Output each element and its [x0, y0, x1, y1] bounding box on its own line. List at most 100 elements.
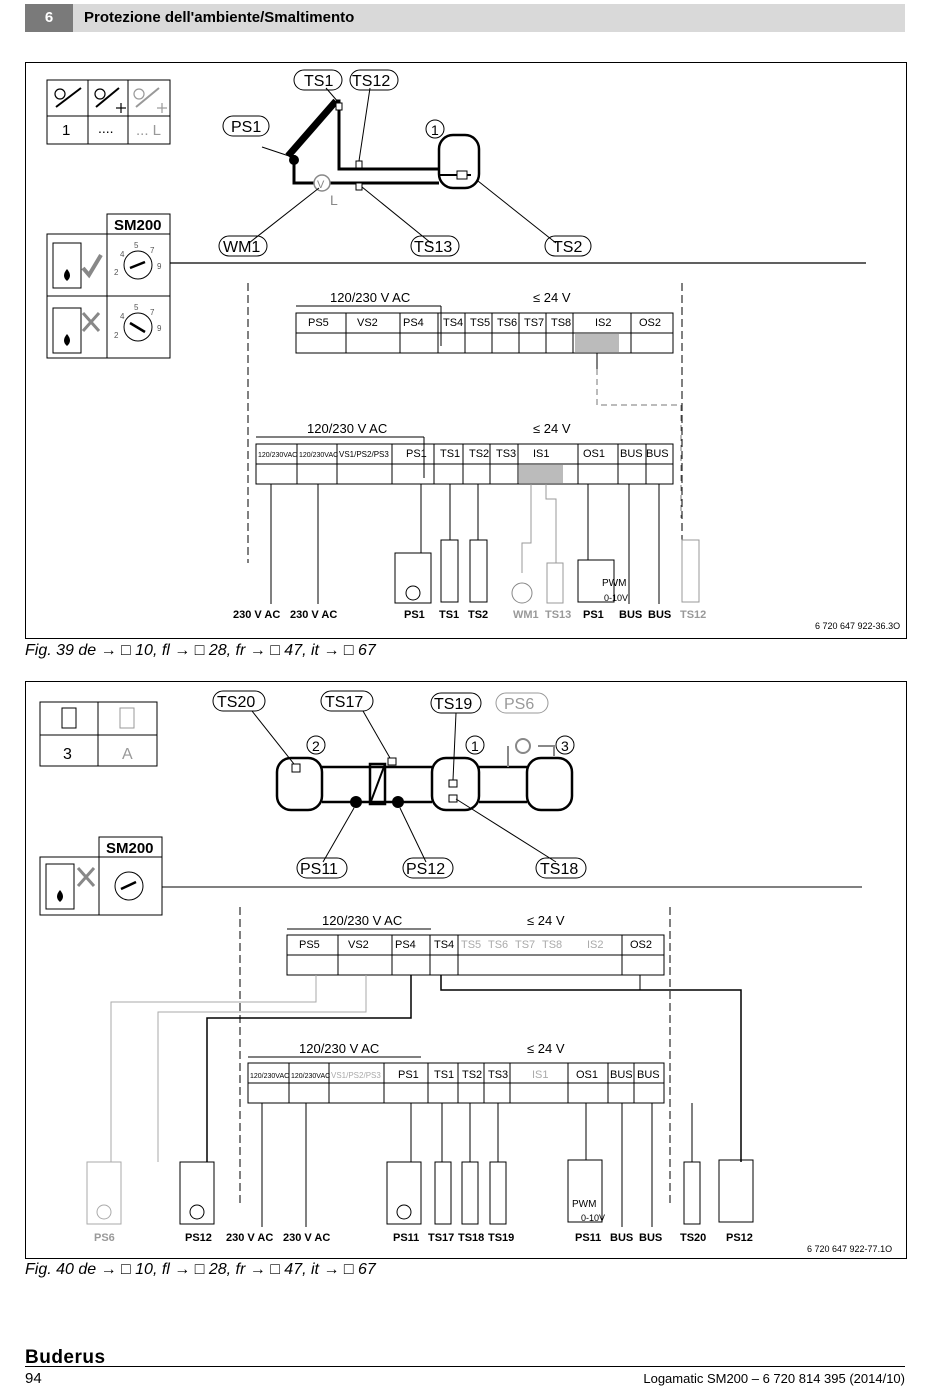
bottom-terminal-block: 120/230 V AC ≤ 24 V 120/230VAC 120/230VA…: [247, 1041, 665, 1104]
svg-text:4: 4: [120, 250, 125, 259]
svg-text:1: 1: [471, 738, 479, 754]
svg-text:PS11: PS11: [393, 1232, 419, 1244]
svg-text:TS18: TS18: [540, 861, 578, 878]
svg-text:PS11: PS11: [575, 1232, 601, 1244]
svg-text:1: 1: [431, 122, 439, 138]
svg-text:PS1: PS1: [406, 448, 427, 460]
bottom-terminal-block: 120/230 V AC ≤ 24 V 120/230VAC 120/230VA…: [255, 421, 674, 485]
pump-ps11-icon: [350, 796, 362, 808]
pwm-range: 0-10V: [604, 593, 628, 603]
pump-ps1-icon: [289, 155, 299, 165]
svg-text:230 V AC: 230 V AC: [226, 1232, 273, 1244]
svg-text:TS12: TS12: [680, 609, 706, 621]
pump-ps6-motor-icon: [96, 1204, 112, 1220]
svg-text:120/230VAC: 120/230VAC: [299, 452, 338, 459]
svg-text:BUS: BUS: [637, 1069, 660, 1081]
solar-config-table: [46, 79, 171, 145]
page-number: 94: [25, 1370, 42, 1387]
svg-text:5: 5: [134, 303, 139, 312]
svg-text:TS2: TS2: [468, 609, 488, 621]
svg-text:120/230VAC: 120/230VAC: [291, 1073, 330, 1080]
svg-text:PS12: PS12: [726, 1232, 753, 1244]
svg-text:TS3: TS3: [488, 1069, 508, 1081]
svg-text:120/230 V AC: 120/230 V AC: [330, 290, 410, 305]
figure-39-caption: Fig. 39 de → □ 10, fl → □ 28, fr → □ 47,…: [25, 642, 376, 659]
svg-text:3: 3: [561, 738, 569, 754]
svg-text:TS1: TS1: [439, 609, 459, 621]
svg-text:4: 4: [120, 312, 125, 321]
module-label: SM200: [106, 840, 154, 857]
svg-text:TS4: TS4: [434, 939, 454, 951]
brand-logo: Buderus: [25, 1347, 106, 1368]
svg-text:TS2: TS2: [553, 239, 582, 256]
svg-text:PS6: PS6: [504, 696, 534, 713]
table-value-2: A: [122, 746, 133, 763]
svg-text:2: 2: [114, 331, 119, 340]
chapter-number: 6: [25, 4, 73, 32]
flame-icon: [57, 890, 63, 902]
module-label: SM200: [114, 217, 162, 234]
svg-text:TS8: TS8: [542, 939, 562, 951]
svg-text:TS19: TS19: [434, 696, 472, 713]
svg-text:IS1: IS1: [532, 1069, 549, 1081]
svg-text:BUS: BUS: [610, 1069, 633, 1081]
svg-text:120/230 V AC: 120/230 V AC: [322, 913, 402, 928]
svg-text:TS2: TS2: [469, 448, 489, 460]
svg-text:PS12: PS12: [406, 861, 445, 878]
svg-text:120/230 V AC: 120/230 V AC: [307, 421, 387, 436]
table-value-1: 3: [63, 746, 72, 763]
flame-icon: [64, 269, 70, 346]
pump-ps6-icon: [515, 738, 531, 754]
svg-text:2: 2: [114, 268, 119, 277]
svg-text:OS1: OS1: [583, 448, 605, 460]
section-title: Protezione dell'ambiente/Smaltimento: [84, 9, 355, 26]
svg-text:TS1: TS1: [440, 448, 460, 460]
svg-text:TS5: TS5: [470, 317, 490, 329]
svg-text:PS5: PS5: [308, 317, 329, 329]
svg-text:BUS: BUS: [648, 609, 671, 621]
check-icon: [81, 253, 103, 279]
svg-text:TS17: TS17: [325, 694, 363, 711]
svg-text:BUS: BUS: [619, 609, 642, 621]
svg-text:9: 9: [157, 324, 162, 333]
svg-text:VS1/PS2/PS3: VS1/PS2/PS3: [331, 1071, 381, 1080]
svg-text:120/230 V AC: 120/230 V AC: [299, 1041, 379, 1056]
svg-text:TS2: TS2: [462, 1069, 482, 1081]
pump-ps12-motor-icon: [189, 1204, 205, 1220]
pwm-label: PWM: [572, 1199, 596, 1210]
top-terminal-block: 120/230 V AC ≤ 24 V PS5 VS2 PS4 TS4 TS5 …: [295, 290, 682, 518]
document-reference: Logamatic SM200 – 6 720 814 395 (2014/10…: [643, 1371, 905, 1386]
svg-text:BUS: BUS: [646, 448, 669, 460]
svg-text:≤ 24 V: ≤ 24 V: [527, 913, 565, 928]
table-value-2: ....: [98, 120, 114, 136]
svg-text:TS6: TS6: [497, 317, 517, 329]
svg-text:≤ 24 V: ≤ 24 V: [533, 421, 571, 436]
svg-text:TS6: TS6: [488, 939, 508, 951]
flow-meter-wm1-icon: [511, 582, 533, 604]
svg-text:120/230VAC: 120/230VAC: [258, 452, 297, 459]
svg-text:TS7: TS7: [524, 317, 544, 329]
pump-motor-icon: [405, 585, 421, 601]
svg-text:V: V: [317, 179, 325, 191]
svg-text:BUS: BUS: [620, 448, 643, 460]
svg-text:TS4: TS4: [443, 317, 463, 329]
svg-text:OS1: OS1: [576, 1069, 598, 1081]
svg-text:TS5: TS5: [461, 939, 481, 951]
svg-text:PS1: PS1: [398, 1069, 419, 1081]
svg-text:230 V AC: 230 V AC: [233, 609, 280, 621]
flow-meter-icon: [313, 174, 331, 192]
svg-text:WM1: WM1: [223, 239, 260, 256]
pwm-label: PWM: [602, 578, 626, 589]
bottom-labels: PS6 PS12 230 V AC 230 V AC PS11 TS17 TS1…: [94, 1232, 753, 1244]
svg-text:TS18: TS18: [458, 1232, 484, 1244]
footer-divider: [25, 1366, 905, 1367]
svg-text:VS1/PS2/PS3: VS1/PS2/PS3: [339, 450, 389, 459]
figure-40-wiring-diagram: 3 A SM200 TS20 TS17 TS19 PS6 2 1 3: [25, 681, 907, 1259]
bottom-labels: 230 V AC 230 V AC PS1 TS1 TS2 WM1 TS13 P…: [233, 609, 706, 621]
solar-collector-icon: [54, 87, 167, 113]
svg-text:TS17: TS17: [428, 1232, 454, 1244]
pwm-range: 0-10V: [581, 1213, 605, 1223]
svg-text:230 V AC: 230 V AC: [283, 1232, 330, 1244]
svg-text:PS5: PS5: [299, 939, 320, 951]
